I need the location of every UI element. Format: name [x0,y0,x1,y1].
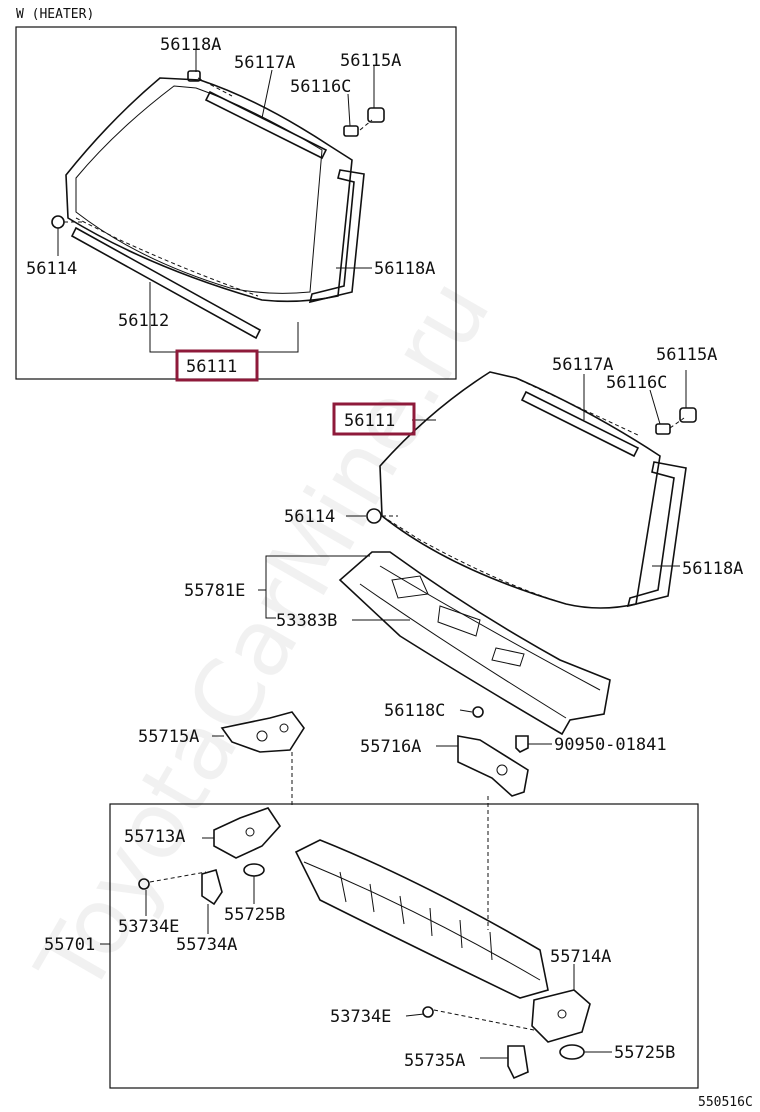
bracket-55734A [201,869,223,906]
label-56111-main[interactable]: 56111 [344,411,395,431]
clip-56116C [655,423,671,435]
label-56118C: 56118C [384,701,445,721]
highlight-box-inset [175,349,259,382]
label-56111-inset[interactable]: 56111 [186,357,237,377]
inset-windshield [65,77,353,303]
pad-55725B-left [243,863,265,877]
bracket-55716A [457,735,529,797]
inset-molding-56118A-side [308,169,365,304]
clip-56114 [366,508,382,524]
pad-55725B-right [559,1044,585,1060]
label-53734E-left: 53734E [118,917,179,937]
label-56114-main: 56114 [284,507,335,527]
inset-clip-56115A [367,107,385,123]
clip-56115A [679,407,697,423]
label-56115A-main: 56115A [656,345,717,365]
label-55725B-right: 55725B [614,1043,675,1063]
bracket-55715A [220,711,305,753]
label-55716A: 55716A [360,737,421,757]
diagram-code: 550516C [698,1095,753,1110]
inset-molding-56117A [204,90,328,160]
label-55725B-left: 55725B [224,905,285,925]
label-56116C: 56116C [290,77,351,97]
watermark: ToyotaCarMine.ru [16,261,511,1011]
label-53383B: 53383B [276,611,337,631]
label-55715A: 55715A [138,727,199,747]
cowl-top-ventilator-53383B [338,551,611,736]
inset-clip-56116C [343,125,359,137]
variant-label: W (HEATER) [16,7,94,22]
bracket-55735A [507,1045,529,1080]
label-56117A: 56117A [234,53,295,73]
inset-clip-56114 [51,215,65,229]
label-56117A-main: 56117A [552,355,613,375]
bracket-55714A [531,989,591,1043]
label-90950-01841: 90950-01841 [554,735,667,755]
label-56112: 56112 [118,311,169,331]
molding-56118A [626,461,687,608]
bracket-55713A [213,807,282,859]
inset-molding-56112 [70,226,262,340]
clip-53734E-right [422,1006,434,1018]
label-56118A-top: 56118A [160,35,221,55]
label-55713A: 55713A [124,827,185,847]
label-56116C-main: 56116C [606,373,667,393]
label-53734E-right: 53734E [330,1007,391,1027]
label-55714A: 55714A [550,947,611,967]
lower-frame-55701 [109,803,699,1089]
label-56118A-main: 56118A [682,559,743,579]
label-55735A: 55735A [404,1051,465,1071]
highlight-box-main [332,402,416,436]
label-56118A-side: 56118A [374,259,435,279]
clip-56118C [472,706,484,718]
label-55701: 55701 [44,935,95,955]
label-56114: 56114 [26,259,77,279]
label-55734A: 55734A [176,935,237,955]
label-56115A: 56115A [340,51,401,71]
molding-56117A [520,390,640,458]
inset-clip-56118A [187,70,201,82]
bolt-90950-01841 [515,735,529,753]
cowl-panel-55701 [294,839,549,999]
label-55781E: 55781E [184,581,245,601]
clip-53734E-left [138,878,150,890]
